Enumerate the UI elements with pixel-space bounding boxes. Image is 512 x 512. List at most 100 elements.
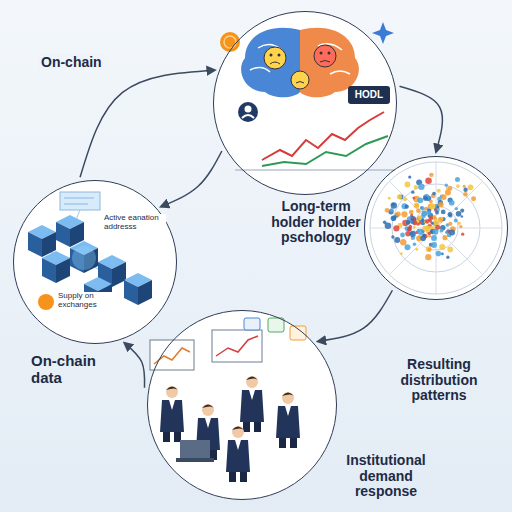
scatter-dot (422, 211, 427, 216)
server-illustration (28, 192, 152, 310)
stage-circle: Institutional demand response (147, 310, 337, 500)
scatter-dot (422, 211, 428, 217)
scatter-dot (455, 207, 458, 210)
scatter-dot (439, 244, 445, 250)
scatter-dot (391, 203, 394, 206)
scatter-dot (423, 196, 428, 201)
scatter-dot (414, 185, 418, 189)
scatter-dot (400, 233, 405, 238)
scatter-dot (456, 211, 462, 217)
scatter-dot (442, 235, 447, 240)
node-label: Resulting distribution patterns (389, 357, 489, 404)
scatter-dot (433, 219, 439, 225)
edge-label: On-chain (38, 54, 105, 70)
scatter-dot (441, 194, 447, 200)
people-illustration (154, 348, 190, 364)
scatter-dot (425, 254, 431, 260)
scatter-dot (393, 225, 399, 231)
scatter-dot (463, 185, 466, 188)
people-illustration (276, 392, 300, 448)
scatter-dot (407, 227, 411, 231)
stage-circle: Resulting distribution patterns (364, 156, 508, 300)
scatter-dot (445, 231, 448, 234)
scatter-dot (456, 184, 460, 188)
flow-arrow (318, 290, 393, 341)
people-illustration (176, 458, 214, 462)
node-label: Institutional demand response (336, 453, 436, 500)
scatter-dot (391, 202, 397, 208)
scatter-dot (449, 200, 455, 206)
people-illustration (150, 340, 194, 370)
node-label: Long-term holder holder pschology (260, 199, 372, 246)
server-illustration (28, 225, 56, 257)
scatter-dot (459, 225, 462, 228)
scatter-dot (463, 192, 468, 197)
brain-illustration (372, 22, 394, 44)
scatter-dot (400, 239, 406, 245)
people-illustration (268, 318, 284, 332)
server-illustration (70, 241, 98, 273)
server-illustration (38, 294, 54, 310)
scatter-dot (400, 252, 403, 255)
brain-illustration (320, 61, 330, 63)
illustration-label: HODL (348, 89, 390, 100)
scatter-plot (370, 162, 502, 294)
scatter-plot (383, 173, 476, 261)
scatter-dot (404, 244, 410, 250)
people-illustration (216, 336, 258, 356)
scatter-dot (434, 208, 437, 211)
scatter-dot (448, 222, 452, 226)
scatter-dot (417, 197, 423, 203)
people-illustration (180, 440, 210, 458)
scatter-dot (441, 217, 444, 220)
brain-illustration (250, 44, 350, 74)
scatter-plot (370, 162, 502, 294)
scatter-dot (461, 215, 464, 218)
server-illustration (64, 198, 94, 199)
scatter-dot (429, 199, 433, 203)
scatter-dot (403, 197, 407, 201)
scatter-dot (454, 219, 458, 223)
scatter-dot (405, 182, 411, 188)
scatter-dot (405, 204, 409, 208)
scatter-dot (449, 230, 455, 236)
scatter-dot (411, 218, 414, 221)
scatter-dot (435, 225, 440, 230)
scatter-plot (370, 162, 502, 294)
scatter-dot (394, 237, 400, 243)
scatter-dot (431, 235, 437, 241)
people-illustration (240, 376, 264, 432)
brain-illustration (296, 82, 304, 84)
flow-arrow (80, 70, 215, 177)
people-illustration (212, 330, 262, 362)
brain-illustration (278, 54, 281, 57)
brain-illustration (224, 36, 236, 48)
server-illustration (72, 246, 96, 270)
people-illustration (150, 318, 306, 482)
server-illustration (60, 192, 100, 210)
node-label: On-chain data (31, 353, 116, 387)
scatter-dot (440, 229, 444, 233)
brain-illustration (220, 32, 240, 52)
people-illustration (160, 386, 184, 442)
scatter-dot (392, 216, 396, 220)
scatter-dot (418, 183, 424, 189)
scatter-dot (425, 177, 432, 184)
scatter-dot (395, 211, 400, 216)
flow-arrow (124, 343, 144, 388)
brain-illustration (220, 22, 395, 170)
scatter-dot (383, 221, 387, 225)
scatter-dot (431, 242, 437, 248)
scatter-dot (412, 197, 415, 200)
scatter-dot (431, 222, 434, 225)
scatter-dot (429, 173, 433, 177)
scatter-dot (425, 219, 429, 223)
scatter-dot (446, 256, 449, 259)
scatter-dot (391, 216, 397, 222)
brain-illustration (245, 106, 252, 113)
scatter-dot (445, 190, 451, 196)
scatter-dot (409, 210, 414, 215)
brain-illustration (235, 170, 395, 171)
